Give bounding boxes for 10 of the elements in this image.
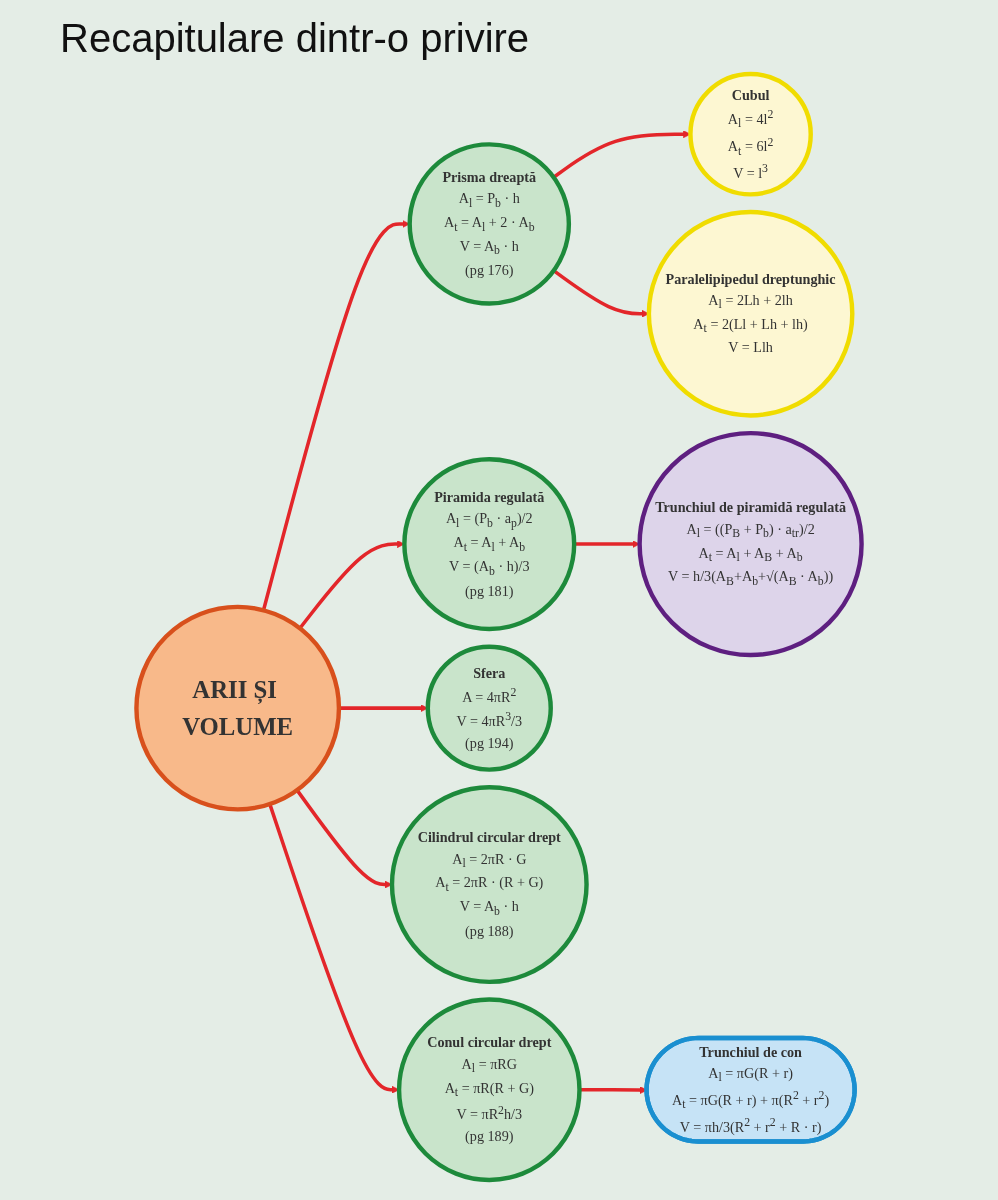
node-circle: Cubul A$_{l}$ = 4l$^{2}$ A$_{t}$ = 6l$^{2}$ V = l$^{3}$	[688, 71, 813, 197]
node-circle: Cilindrul circular drept A$_{l}$ = 2πR · G A$_{t}$ = 2πR · (R + G) V = A$_{b}$ · h (pg 188)	[389, 785, 589, 985]
node-circle: Trunchiul de piramidă regulată A$_{l}$ = ((P$_{B}$ + P$_{b}$) · a$_{tr}$)/2 A$_{t}$ = A$_{l}$ + A$_{B}$ + A$_{b}$ V = h/3(A$_{B}$+A$_{b}$+√(A$_{B}$ · A$_{b}$))	[637, 430, 864, 658]
node-circle: Piramida regulată A$_{l}$ = (P$_{b}$ · a$_{p}$)/2 A$_{t}$ = A$_{l}$ + A$_{b}$ V = (A$_{b}$ · h)/3 (pg 181)	[402, 457, 577, 632]
node-circle: ARII ȘI VOLUME	[134, 604, 342, 812]
node-circle: Prisma dreaptă A$_{l}$ = P$_{b}$ · h A$_{t}$ = A$_{l}$ + 2 · A$_{b}$ V = A$_{b}$ · h (pg 176)	[407, 142, 572, 306]
node-circle: Sfera A = 4πR$^{2}$ V = 4πR$^{3}$/3 (pg 194)	[425, 644, 553, 772]
node-circle: Conul circular drept A$_{l}$ = πRG A$_{t}$ = πR(R + G) V = πR$^{2}$h/3 (pg 189)	[396, 997, 582, 1183]
title: Recapitulare dintr-o privire	[60, 16, 531, 61]
node-circle: Paralelipipedul dreptunghic A$_{l}$ = 2Lh + 2lh A$_{t}$ = 2(Ll + Lh + lh) V = Llh	[646, 209, 855, 418]
